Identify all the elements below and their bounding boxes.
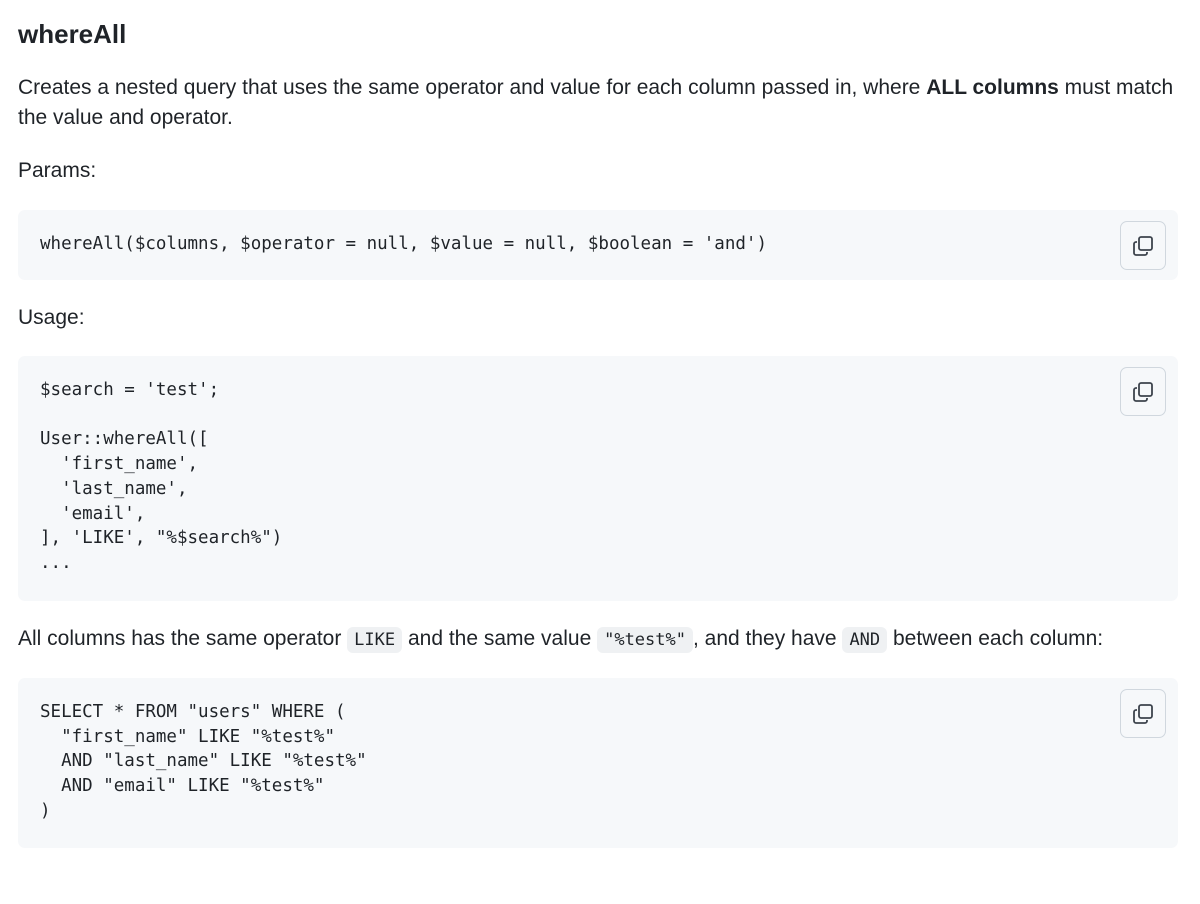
- sql-code[interactable]: SELECT * FROM "users" WHERE ( "first_nam…: [40, 702, 367, 821]
- sql-code-block: SELECT * FROM "users" WHERE ( "first_nam…: [18, 678, 1178, 848]
- explanation-paragraph: All columns has the same operator LIKE a…: [18, 624, 1103, 655]
- explanation-text-4: between each column:: [887, 627, 1104, 650]
- description-text-after: must match the value and operator.: [18, 76, 1174, 129]
- params-code[interactable]: whereAll($columns, $operator = null, $va…: [40, 234, 767, 254]
- description-text-before: Creates a nested query that uses the sam…: [18, 76, 927, 99]
- inline-code-like: LIKE: [347, 627, 403, 653]
- usage-code[interactable]: $search = 'test'; User::whereAll([ 'firs…: [40, 380, 283, 573]
- params-copy-button[interactable]: [1120, 221, 1166, 270]
- inline-code-and: AND: [842, 627, 888, 653]
- sql-copy-button[interactable]: [1120, 689, 1166, 738]
- section-heading: whereAll: [18, 19, 127, 49]
- explanation-text-1: All columns has the same operator: [18, 627, 348, 650]
- inline-code-value: "%test%": [597, 627, 693, 653]
- copy-icon: [1133, 381, 1153, 402]
- usage-code-block: $search = 'test'; User::whereAll([ 'firs…: [18, 356, 1178, 601]
- usage-label: Usage:: [18, 306, 85, 329]
- copy-icon: [1133, 235, 1153, 256]
- description-bold: ALL columns: [926, 76, 1059, 99]
- params-code-block: whereAll($columns, $operator = null, $va…: [18, 210, 1178, 280]
- usage-copy-button[interactable]: [1120, 367, 1166, 416]
- copy-icon: [1133, 703, 1153, 724]
- description-paragraph: Creates a nested query that uses the sam…: [18, 73, 1178, 133]
- explanation-text-2: and the same value: [402, 627, 598, 650]
- explanation-text-3: , and they have: [692, 627, 843, 650]
- params-label: Params:: [18, 159, 97, 182]
